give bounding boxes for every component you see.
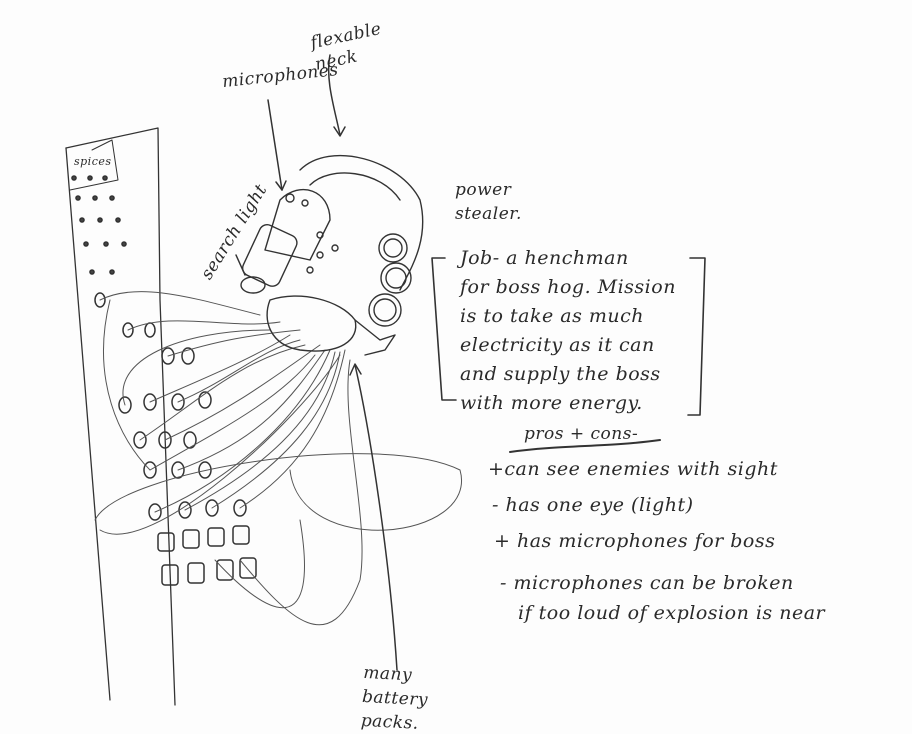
wall-panel — [65, 127, 176, 706]
power-stealer-label: power stealer. — [455, 180, 522, 224]
pros-cons-item: if too loud of explosion is near — [518, 602, 826, 624]
pros-cons-heading: pros + cons- — [524, 424, 639, 444]
pros-cons-item: + has microphones for boss — [494, 530, 776, 552]
job-line: is to take as much — [460, 305, 644, 327]
robot-body — [240, 154, 424, 356]
job-line: with more energy. — [460, 392, 643, 414]
job-bracket — [431, 257, 706, 416]
annotation-arrows — [235, 54, 398, 671]
job-line: Job- a henchman — [460, 247, 629, 269]
spices-label: spices — [74, 155, 112, 168]
job-line: electricity as it can — [460, 334, 655, 356]
pros-cons-item: +can see enemies with sight — [488, 458, 778, 480]
wires — [94, 291, 463, 626]
pros-cons-item: - has one eye (light) — [492, 494, 694, 516]
job-line: for boss hog. Mission — [460, 276, 676, 298]
plug-sockets — [94, 292, 257, 586]
outlet-holes — [71, 175, 127, 275]
pros-cons-underline — [509, 439, 661, 453]
job-description: Job- a henchman for boss hog. Mission is… — [460, 244, 705, 418]
battery-packs-label: many battery packs. — [360, 662, 429, 734]
job-line: and supply the boss — [460, 363, 661, 385]
pros-cons-item: - microphones can be broken — [500, 572, 794, 594]
